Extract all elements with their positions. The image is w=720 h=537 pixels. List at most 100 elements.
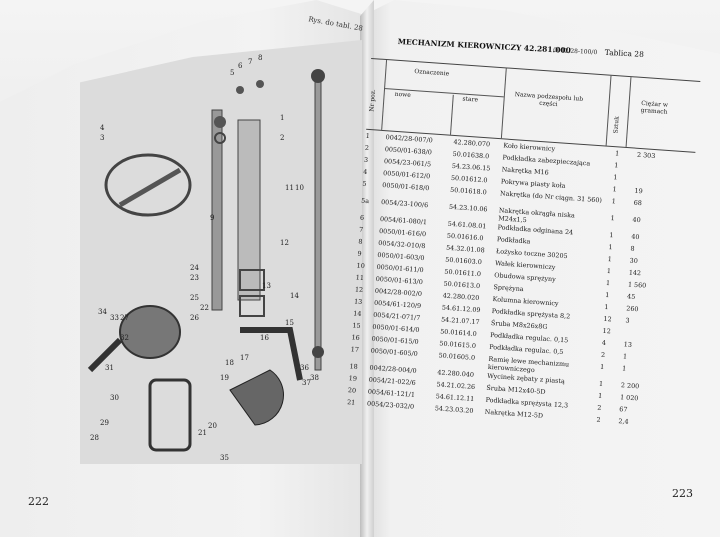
callout-number: 34	[98, 308, 107, 316]
header-new: nowe	[394, 90, 412, 99]
quantity: 1	[609, 231, 614, 240]
quantity: 1	[613, 161, 619, 170]
callout-number: 3	[100, 134, 104, 142]
row-number: 14	[353, 309, 362, 318]
new-designation: 0054/61-121/1	[367, 387, 416, 399]
new-designation: 0050/01-612/0	[382, 169, 431, 181]
part-name: Podkładka sprężysta 12,3	[485, 395, 569, 410]
row-number: 5	[362, 179, 367, 188]
old-designation: 50.01616.0	[446, 231, 484, 243]
header-name: Nazwa podzespołu lub części	[514, 91, 584, 109]
old-designation: 54.23.03.20	[434, 404, 474, 415]
callout-number: 7	[248, 58, 252, 66]
callout-number: 21	[198, 429, 207, 437]
header-qty: Sztuk	[612, 116, 621, 134]
callout-number: 19	[220, 374, 229, 382]
nut-shape-1	[214, 116, 226, 128]
row-number: 6	[359, 213, 365, 222]
quantity: 2	[596, 415, 601, 424]
new-designation: 0050/01-613/0	[375, 274, 424, 287]
quantity: 1	[607, 254, 613, 264]
quantity: 1	[614, 149, 620, 158]
quantity: 1	[598, 379, 604, 388]
new-designation: 0042/28-007/0	[385, 133, 433, 145]
gasket-plate-2	[239, 295, 265, 317]
gasket-plate-1	[239, 269, 265, 291]
old-designation: 50.01612.0	[450, 173, 488, 185]
weight: 45	[626, 292, 636, 301]
row-number: 2	[364, 143, 370, 153]
part-name: Nakrętka M16	[501, 165, 549, 177]
row-number: 7	[358, 225, 364, 234]
header-weight: Ciężar w gramach	[640, 99, 669, 116]
old-designation: 54.61.12.11	[435, 392, 475, 403]
callout-number: 33	[110, 314, 119, 322]
row-number: 12	[354, 285, 364, 294]
new-designation: 0054/23-032/0	[366, 399, 415, 411]
callout-number: 37	[302, 379, 311, 387]
callout-number: 17	[240, 354, 249, 362]
part-name: Nakrętka M12-5D	[484, 407, 544, 420]
bottom-nut-shape	[312, 346, 324, 358]
weight: 30	[629, 256, 639, 266]
quantity: 1	[599, 362, 605, 371]
weight: 2 303	[636, 150, 656, 161]
new-designation: 0050/01-614/0	[372, 322, 420, 334]
callout-number: 22	[200, 304, 209, 312]
old-designation: 50.01614.0	[439, 327, 478, 338]
new-designation: 0054/21-071/7	[372, 310, 421, 323]
weight: 67	[618, 405, 628, 414]
callout-number: 18	[225, 359, 234, 367]
right-page-number: 223	[672, 487, 693, 500]
old-designation: 54.23.06.15	[451, 161, 491, 173]
new-designation: 0050/01-638/0	[384, 145, 433, 157]
callout-number: 23	[190, 274, 199, 282]
old-designation: 50.01611.0	[444, 267, 482, 279]
callout-number: 11	[285, 184, 294, 192]
row-number: 21	[346, 398, 356, 407]
callout-number: 38	[310, 374, 319, 382]
row-number: 17	[350, 345, 360, 354]
callout-number: 20	[208, 422, 217, 430]
column-shape	[211, 109, 223, 311]
quantity: 2	[600, 350, 606, 360]
old-designation: 50.01603.0	[444, 255, 483, 267]
right-arm-shape	[240, 327, 303, 381]
row-number: 11	[355, 273, 365, 282]
steering-wheel-shape	[104, 153, 192, 217]
quantity: 1	[613, 173, 618, 182]
quantity: 1	[611, 197, 617, 206]
new-designation: 0042/28-002/0	[374, 286, 423, 299]
row-number: 18	[349, 362, 359, 371]
callout-number: 25	[190, 294, 199, 302]
callout-number: 4	[100, 124, 105, 132]
old-designation: 50.01638.0	[452, 149, 490, 161]
part-name: Wałek kierowniczy	[494, 259, 556, 272]
left-page-number: 222	[28, 495, 49, 508]
new-designation: 0050/01-618/0	[382, 181, 430, 193]
new-designation: 0054/23-061/5	[383, 157, 432, 169]
weight: 1	[621, 364, 627, 373]
col-divider	[450, 94, 454, 135]
row-number: 10	[356, 261, 366, 271]
weight: 40	[632, 215, 641, 225]
quantity: 12	[602, 326, 612, 336]
weight: 19	[634, 186, 643, 196]
new-designation: 0054/32-010/8	[378, 238, 426, 251]
old-designation: 50.01613.0	[443, 279, 481, 291]
quantity: 1	[612, 185, 617, 194]
callout-number: 10	[295, 184, 304, 192]
col-divider	[381, 60, 388, 130]
new-designation: 0050/01-611/0	[376, 262, 424, 275]
wheel-spoke-shape	[118, 167, 182, 208]
quantity: 1	[605, 278, 611, 288]
weight: 2 200	[620, 381, 640, 391]
old-designation: 54.21.02.26	[436, 380, 476, 392]
old-designation: 54.32.01.08	[445, 243, 485, 255]
new-designation: 0050/01-616/0	[378, 226, 427, 239]
col-divider	[625, 77, 632, 148]
part-name: Koło kierownicy	[503, 141, 556, 154]
gasket-shape	[148, 378, 192, 452]
callout-number: 28	[90, 434, 99, 442]
